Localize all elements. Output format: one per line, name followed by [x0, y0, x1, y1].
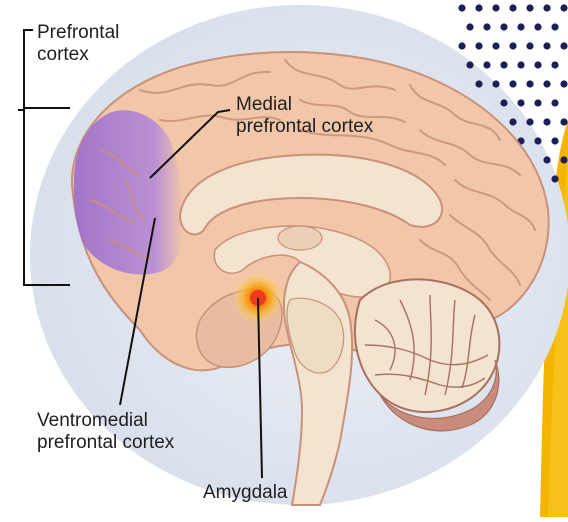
dot: [534, 137, 541, 144]
label-amygdala: Amygdala: [203, 482, 288, 504]
label-prefrontal-line2: cortex: [37, 44, 119, 66]
label-medial-prefrontal-cortex: Medial prefrontal cortex: [236, 94, 373, 138]
dot: [492, 4, 499, 11]
dot: [526, 118, 533, 125]
dot: [458, 4, 465, 11]
dot: [543, 118, 550, 125]
dot: [534, 99, 541, 106]
dot: [500, 99, 507, 106]
dot: [517, 99, 524, 106]
dot: [483, 23, 490, 30]
dot: [551, 23, 558, 30]
dot: [551, 99, 558, 106]
dot: [500, 23, 507, 30]
dot: [526, 4, 533, 11]
dot: [560, 156, 567, 163]
label-ventromedial-line1: Ventromedial: [37, 410, 174, 432]
dot: [466, 23, 473, 30]
dot: [526, 42, 533, 49]
dot: [543, 80, 550, 87]
dot: [517, 61, 524, 68]
dot: [551, 61, 558, 68]
dot: [509, 42, 516, 49]
thalamus: [278, 226, 322, 250]
dot: [500, 61, 507, 68]
dot: [509, 118, 516, 125]
dot: [543, 156, 550, 163]
dot: [475, 42, 482, 49]
dot: [543, 4, 550, 11]
label-ventromedial-line2: prefrontal cortex: [37, 432, 174, 454]
dot: [560, 4, 567, 11]
dot: [543, 42, 550, 49]
label-amygdala-text: Amygdala: [203, 482, 288, 504]
dot: [475, 80, 482, 87]
label-medial-line1: Medial: [236, 94, 373, 116]
dot: [509, 80, 516, 87]
label-prefrontal-cortex: Prefrontal cortex: [37, 22, 119, 66]
dot: [466, 61, 473, 68]
dot: [534, 23, 541, 30]
dot: [509, 4, 516, 11]
dot: [483, 61, 490, 68]
dot: [475, 4, 482, 11]
dot: [526, 80, 533, 87]
dot: [560, 42, 567, 49]
dot: [551, 175, 558, 182]
label-prefrontal-line1: Prefrontal: [37, 22, 119, 44]
dot: [534, 61, 541, 68]
dot: [492, 80, 499, 87]
dot: [560, 118, 567, 125]
dot: [560, 80, 567, 87]
dot: [492, 42, 499, 49]
label-ventromedial-prefrontal-cortex: Ventromedial prefrontal cortex: [37, 410, 174, 454]
dot: [458, 42, 465, 49]
dot: [517, 23, 524, 30]
dot: [551, 137, 558, 144]
label-medial-line2: prefrontal cortex: [236, 116, 373, 138]
